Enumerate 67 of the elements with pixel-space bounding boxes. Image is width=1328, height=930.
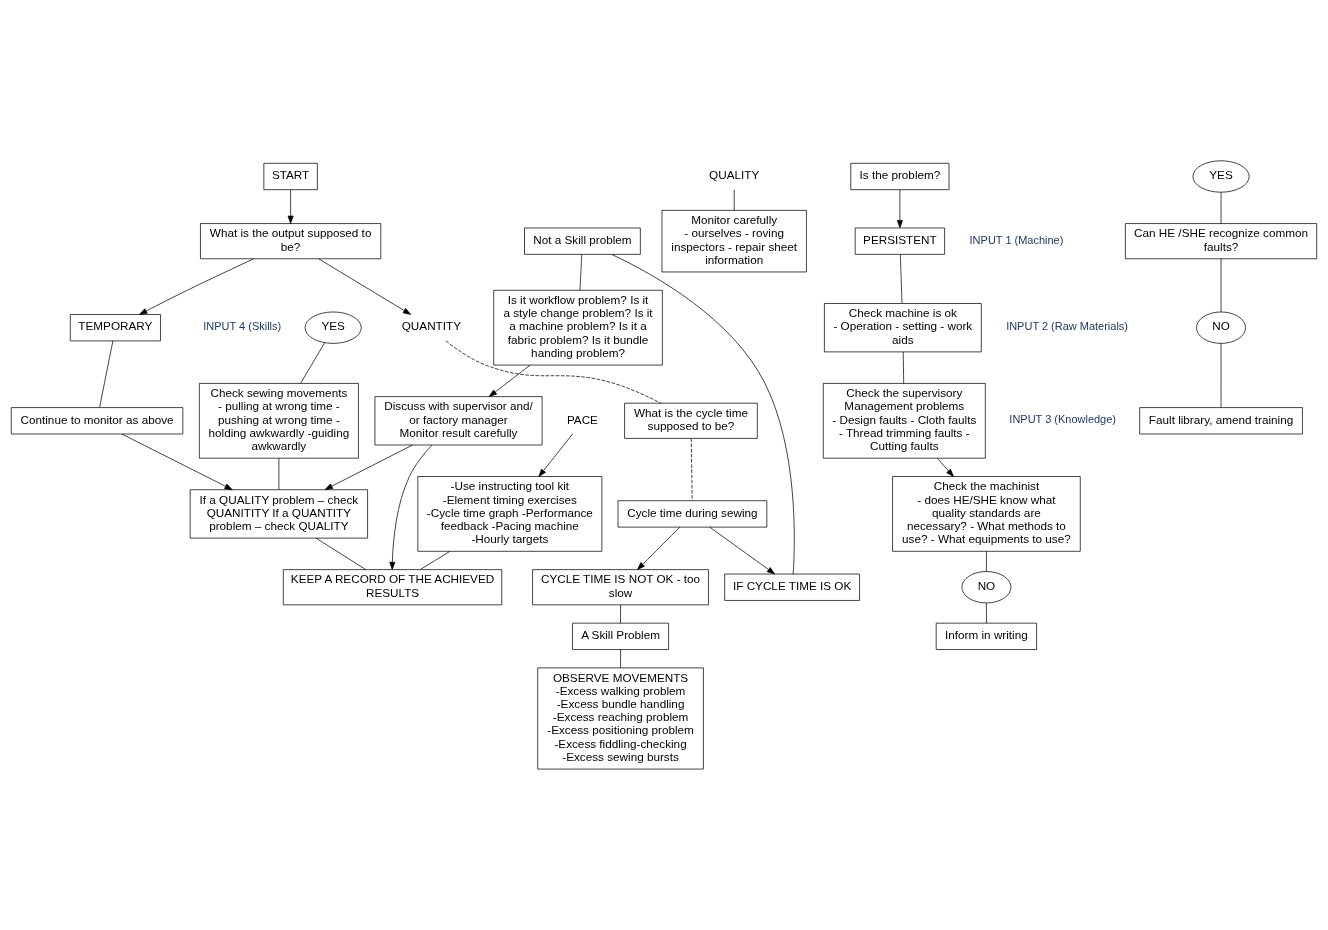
arrow — [936, 457, 954, 477]
node-box: Monitor carefully - ourselves - roving inspectors - repair sheet information — [661, 210, 807, 273]
node-text: QUALITY — [709, 168, 760, 182]
arrow — [709, 526, 775, 575]
node-box: Check machine is ok - Operation - setting - work aids — [824, 303, 982, 353]
connector — [579, 254, 583, 291]
connector — [899, 254, 903, 304]
connector — [1220, 191, 1222, 224]
node-box: PERSISTENT — [854, 227, 945, 255]
arrow — [139, 258, 254, 315]
connector — [690, 438, 693, 502]
connector — [445, 340, 662, 404]
arrow — [488, 364, 531, 397]
node-box: Check the supervisory Management problems - Design faults - Cloth faults - Thread trimming faults - Cutting faults — [822, 383, 986, 459]
connector — [1220, 342, 1222, 408]
connector — [419, 551, 451, 570]
arrow — [389, 444, 433, 570]
node-box: OBSERVE MOVEMENTS -Excess walking problem -Excess bundle handling -Excess reaching problem -Excess positioning problem -Excess fiddling-checking -Excess sewing bursts — [537, 667, 704, 770]
connector — [733, 189, 735, 211]
node-box: Is it workflow problem? Is it a style change problem? Is it a machine problem? Is it a fabric problem? Is it bundle handing problem? — [493, 289, 663, 366]
label: INPUT 4 (Skills) — [203, 320, 282, 333]
node-box: -Use instructing tool kit -Element timing exercises -Cycle time graph -Performance feedback -Pacing machine -Hourly targets — [417, 476, 603, 552]
node-box: What is the output supposed to be? — [200, 223, 382, 260]
arrow — [287, 189, 294, 224]
node-box: Can HE /SHE recognize common faults? — [1125, 223, 1318, 260]
connector — [620, 604, 621, 624]
arrow — [896, 189, 903, 229]
node-box: Cycle time during sewing — [617, 500, 768, 528]
connector — [902, 351, 905, 384]
connector — [300, 342, 326, 384]
label: INPUT 1 (Machine) — [969, 233, 1064, 246]
connector — [99, 340, 114, 408]
arrow — [637, 526, 681, 570]
node-box: TEMPORARY — [69, 314, 161, 342]
arrow — [318, 258, 411, 315]
arrow — [538, 433, 573, 477]
node-ellipse: YES — [1192, 160, 1250, 193]
node-box: IF CYCLE TIME IS OK — [724, 573, 860, 601]
node-box: KEEP A RECORD OF THE ACHIEVED RESULTS — [282, 569, 503, 606]
node-box: Fault library, amend training — [1139, 407, 1303, 435]
connector — [986, 602, 987, 624]
node-text: QUANTITY — [401, 319, 462, 333]
node-box: Inform in writing — [935, 622, 1037, 650]
node-box: Check the machinist - does HE/SHE know what quality standards are necessary? - What methods to use? - What equipments to use? — [892, 476, 1081, 552]
connector — [315, 537, 367, 570]
connector — [611, 254, 795, 575]
node-box: CYCLE TIME IS NOT OK - too slow — [532, 569, 709, 606]
connector — [620, 649, 621, 669]
connector — [986, 551, 987, 573]
node-box: What is the cycle time supposed to be? — [624, 402, 758, 439]
node-box: Discuss with supervisor and/ or factory manager Monitor result carefully — [374, 396, 543, 446]
node-box: Check sewing movements - pulling at wrong time - pushing at wrong time - holding awkwardly -guiding awkwardly — [198, 383, 359, 459]
node-ellipse: YES — [304, 311, 362, 344]
node-box: A Skill Problem — [572, 622, 669, 650]
arrow — [324, 444, 413, 490]
node-ellipse: NO — [961, 571, 1012, 604]
label: INPUT 2 (Raw Materials) — [1006, 320, 1129, 333]
connector — [278, 457, 280, 490]
node-box: Is the problem? — [850, 162, 950, 191]
node-ellipse: NO — [1196, 311, 1246, 344]
node-box: START — [263, 162, 318, 191]
node-box: Continue to monitor as above — [10, 407, 184, 435]
label: INPUT 3 (Knowledge) — [1009, 413, 1116, 426]
arrow — [121, 433, 233, 491]
node-box: If a QUALITY problem – check QUANITITY If a QUANTITY problem – check QUALITY — [189, 489, 368, 539]
node-text: PACE — [566, 412, 598, 426]
node-box: Not a Skill problem — [524, 227, 641, 255]
